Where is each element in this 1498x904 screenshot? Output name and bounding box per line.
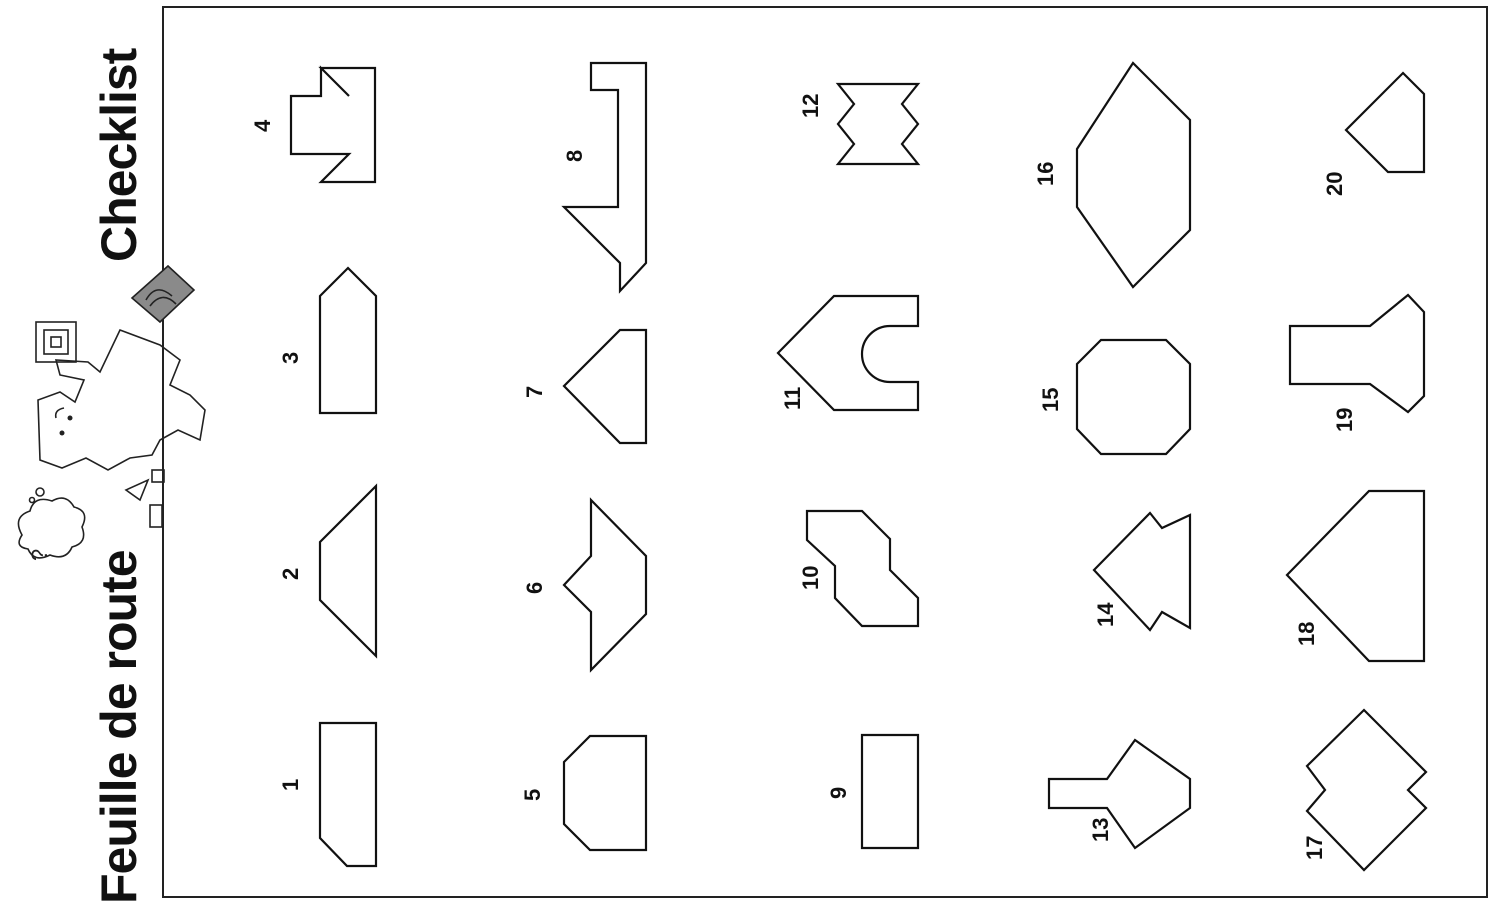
shape-7: 7 [522,330,646,443]
shape-number: 16 [1033,162,1058,186]
shape-number: 20 [1322,172,1347,196]
shape-16: 16 [1033,63,1190,287]
shape-10: 10 [798,511,918,626]
shape-number: 17 [1302,836,1327,860]
shape-1: 1 [278,723,376,866]
shape-number: 1 [278,779,303,791]
shape-13: 13 [1049,740,1190,848]
shape-number: 10 [798,566,823,590]
shape-4: 4 [250,68,375,182]
shape-number: 8 [562,150,587,162]
shape-5: 5 [520,736,646,850]
shape-9: 9 [826,735,918,848]
shape-6: 6 [522,500,646,670]
shape-2: 2 [278,486,376,656]
shape-number: 19 [1332,408,1357,432]
thought-bubble-text: ? [27,549,52,561]
shape-number: 18 [1294,622,1319,646]
shape-8: 8 [562,63,646,291]
shape-15: 15 [1038,340,1190,454]
shape-18: 18 [1287,491,1424,661]
shape-12: 12 [798,84,918,164]
shape-20: 20 [1322,73,1424,196]
shape-3: 3 [278,268,376,413]
shape-11: 11 [778,296,918,410]
shape-number: 14 [1093,602,1118,627]
shape-number: 2 [278,568,303,580]
shape-number: 6 [522,582,547,594]
shape-number: 15 [1038,388,1063,412]
shape-number: 11 [780,387,805,410]
shape-number: 5 [520,789,545,801]
shape-number: 7 [522,386,547,398]
shape-number: 9 [826,787,851,799]
shape-17: 17 [1302,710,1426,870]
shape-number: 3 [278,352,303,364]
shape-14: 14 [1093,513,1190,630]
puzzled-character-icon: ? [18,266,205,561]
shape-number: 12 [798,94,823,118]
shape-number: 4 [250,119,275,132]
shape-number: 13 [1088,818,1113,842]
shape-19: 19 [1290,295,1424,432]
